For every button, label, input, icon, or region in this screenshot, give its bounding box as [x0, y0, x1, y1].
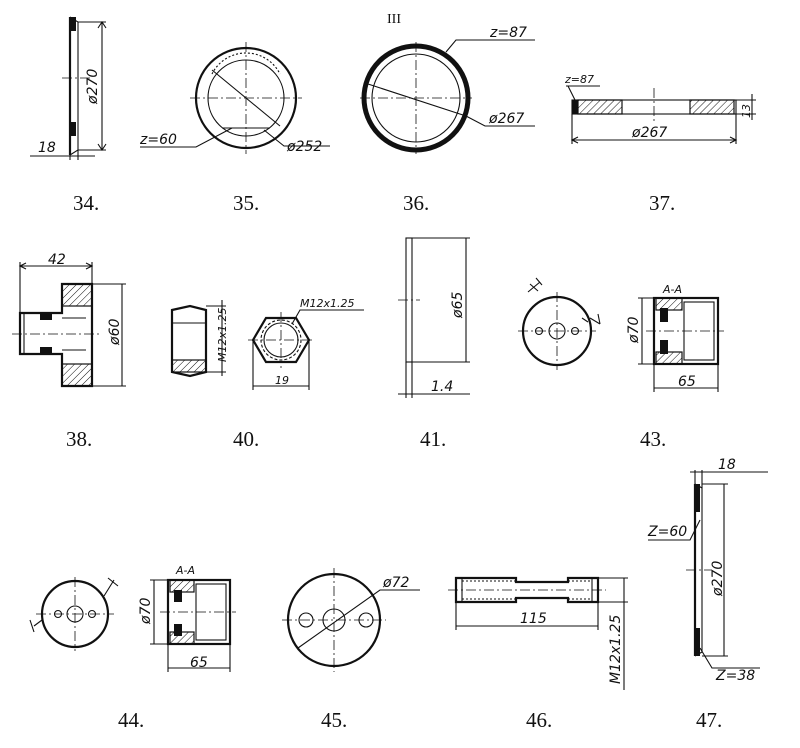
part-47-caption: 47.: [696, 708, 722, 732]
part-34-drawing: ø270 18: [30, 16, 107, 160]
part-41-drawing: ø65 1.4: [398, 237, 470, 398]
part-35-caption: 35.: [233, 191, 259, 215]
part-38-drawing: 42 ø60: [12, 252, 126, 388]
sheet-number: III: [387, 12, 401, 27]
part-43-dim-diameter: ø70: [626, 317, 642, 344]
part-47-drawing: 18 Z=60 ø270 Z=38: [647, 457, 768, 684]
part-44-drawing: A-A ø70 65: [29, 564, 236, 672]
part-36-drawing: z=87 ø267: [360, 25, 535, 154]
part-40-caption: 40.: [233, 427, 259, 451]
part-35-dim-diameter: ø252: [286, 139, 322, 155]
part-34-dim-thickness: 18: [38, 140, 56, 156]
part-41-caption: 41.: [420, 427, 446, 451]
part-41-dim-thickness: 1.4: [431, 379, 453, 395]
part-44-dim-diameter: ø70: [138, 598, 154, 625]
part-41-dim-diameter: ø65: [450, 292, 466, 319]
part-43-caption: 43.: [640, 427, 666, 451]
part-43-section-label: A-A: [662, 283, 682, 296]
part-44-caption: 44.: [118, 708, 144, 732]
part-46-dim-length: 115: [520, 611, 547, 627]
part-35-dim-teeth: z=60: [139, 132, 177, 148]
part-40-dim-thread-side: M12x1.25: [216, 308, 229, 363]
part-44-section-label: A-A: [175, 564, 195, 577]
part-38-caption: 38.: [66, 427, 92, 451]
part-37-dim-diameter: ø267: [631, 125, 667, 141]
part-34-dim-diameter: ø270: [85, 69, 101, 105]
part-47-dim-diameter: ø270: [710, 561, 726, 597]
part-36-caption: 36.: [403, 191, 429, 215]
part-40-drawing: M12x1.25 M12x1.25 19: [170, 297, 364, 390]
part-46-dim-thread: M12x1.25: [608, 615, 624, 684]
part-46-drawing: 115 M12x1.25: [448, 576, 628, 690]
part-44-dim-length: 65: [190, 655, 208, 671]
part-40-dim-across-flats: 19: [275, 374, 289, 387]
part-34-caption: 34.: [73, 191, 99, 215]
part-45-drawing: ø72: [282, 568, 420, 672]
part-37-dim-teeth: z=87: [564, 73, 594, 86]
part-36-dim-teeth: z=87: [489, 25, 527, 41]
part-37-drawing: z=87 ø267 13: [564, 73, 756, 144]
part-47-dim-inner-teeth: Z=38: [715, 668, 755, 684]
part-36-dim-diameter: ø267: [488, 111, 524, 127]
part-45-caption: 45.: [321, 708, 347, 732]
part-43-drawing: A-A ø70 65: [518, 277, 724, 392]
part-47-dim-thickness: 18: [718, 457, 736, 473]
part-43-dim-length: 65: [678, 374, 696, 390]
part-45-dim-diameter: ø72: [382, 575, 409, 591]
part-38-dim-diameter: ø60: [107, 319, 123, 346]
part-46-caption: 46.: [526, 708, 552, 732]
part-37-dim-thickness: 13: [740, 104, 753, 118]
part-38-dim-length: 42: [48, 252, 66, 268]
part-35-drawing: z=60 ø252: [139, 42, 330, 155]
part-47-dim-outer-teeth: Z=60: [647, 524, 687, 540]
part-37-caption: 37.: [649, 191, 675, 215]
part-40-dim-thread-front: M12x1.25: [300, 297, 355, 310]
